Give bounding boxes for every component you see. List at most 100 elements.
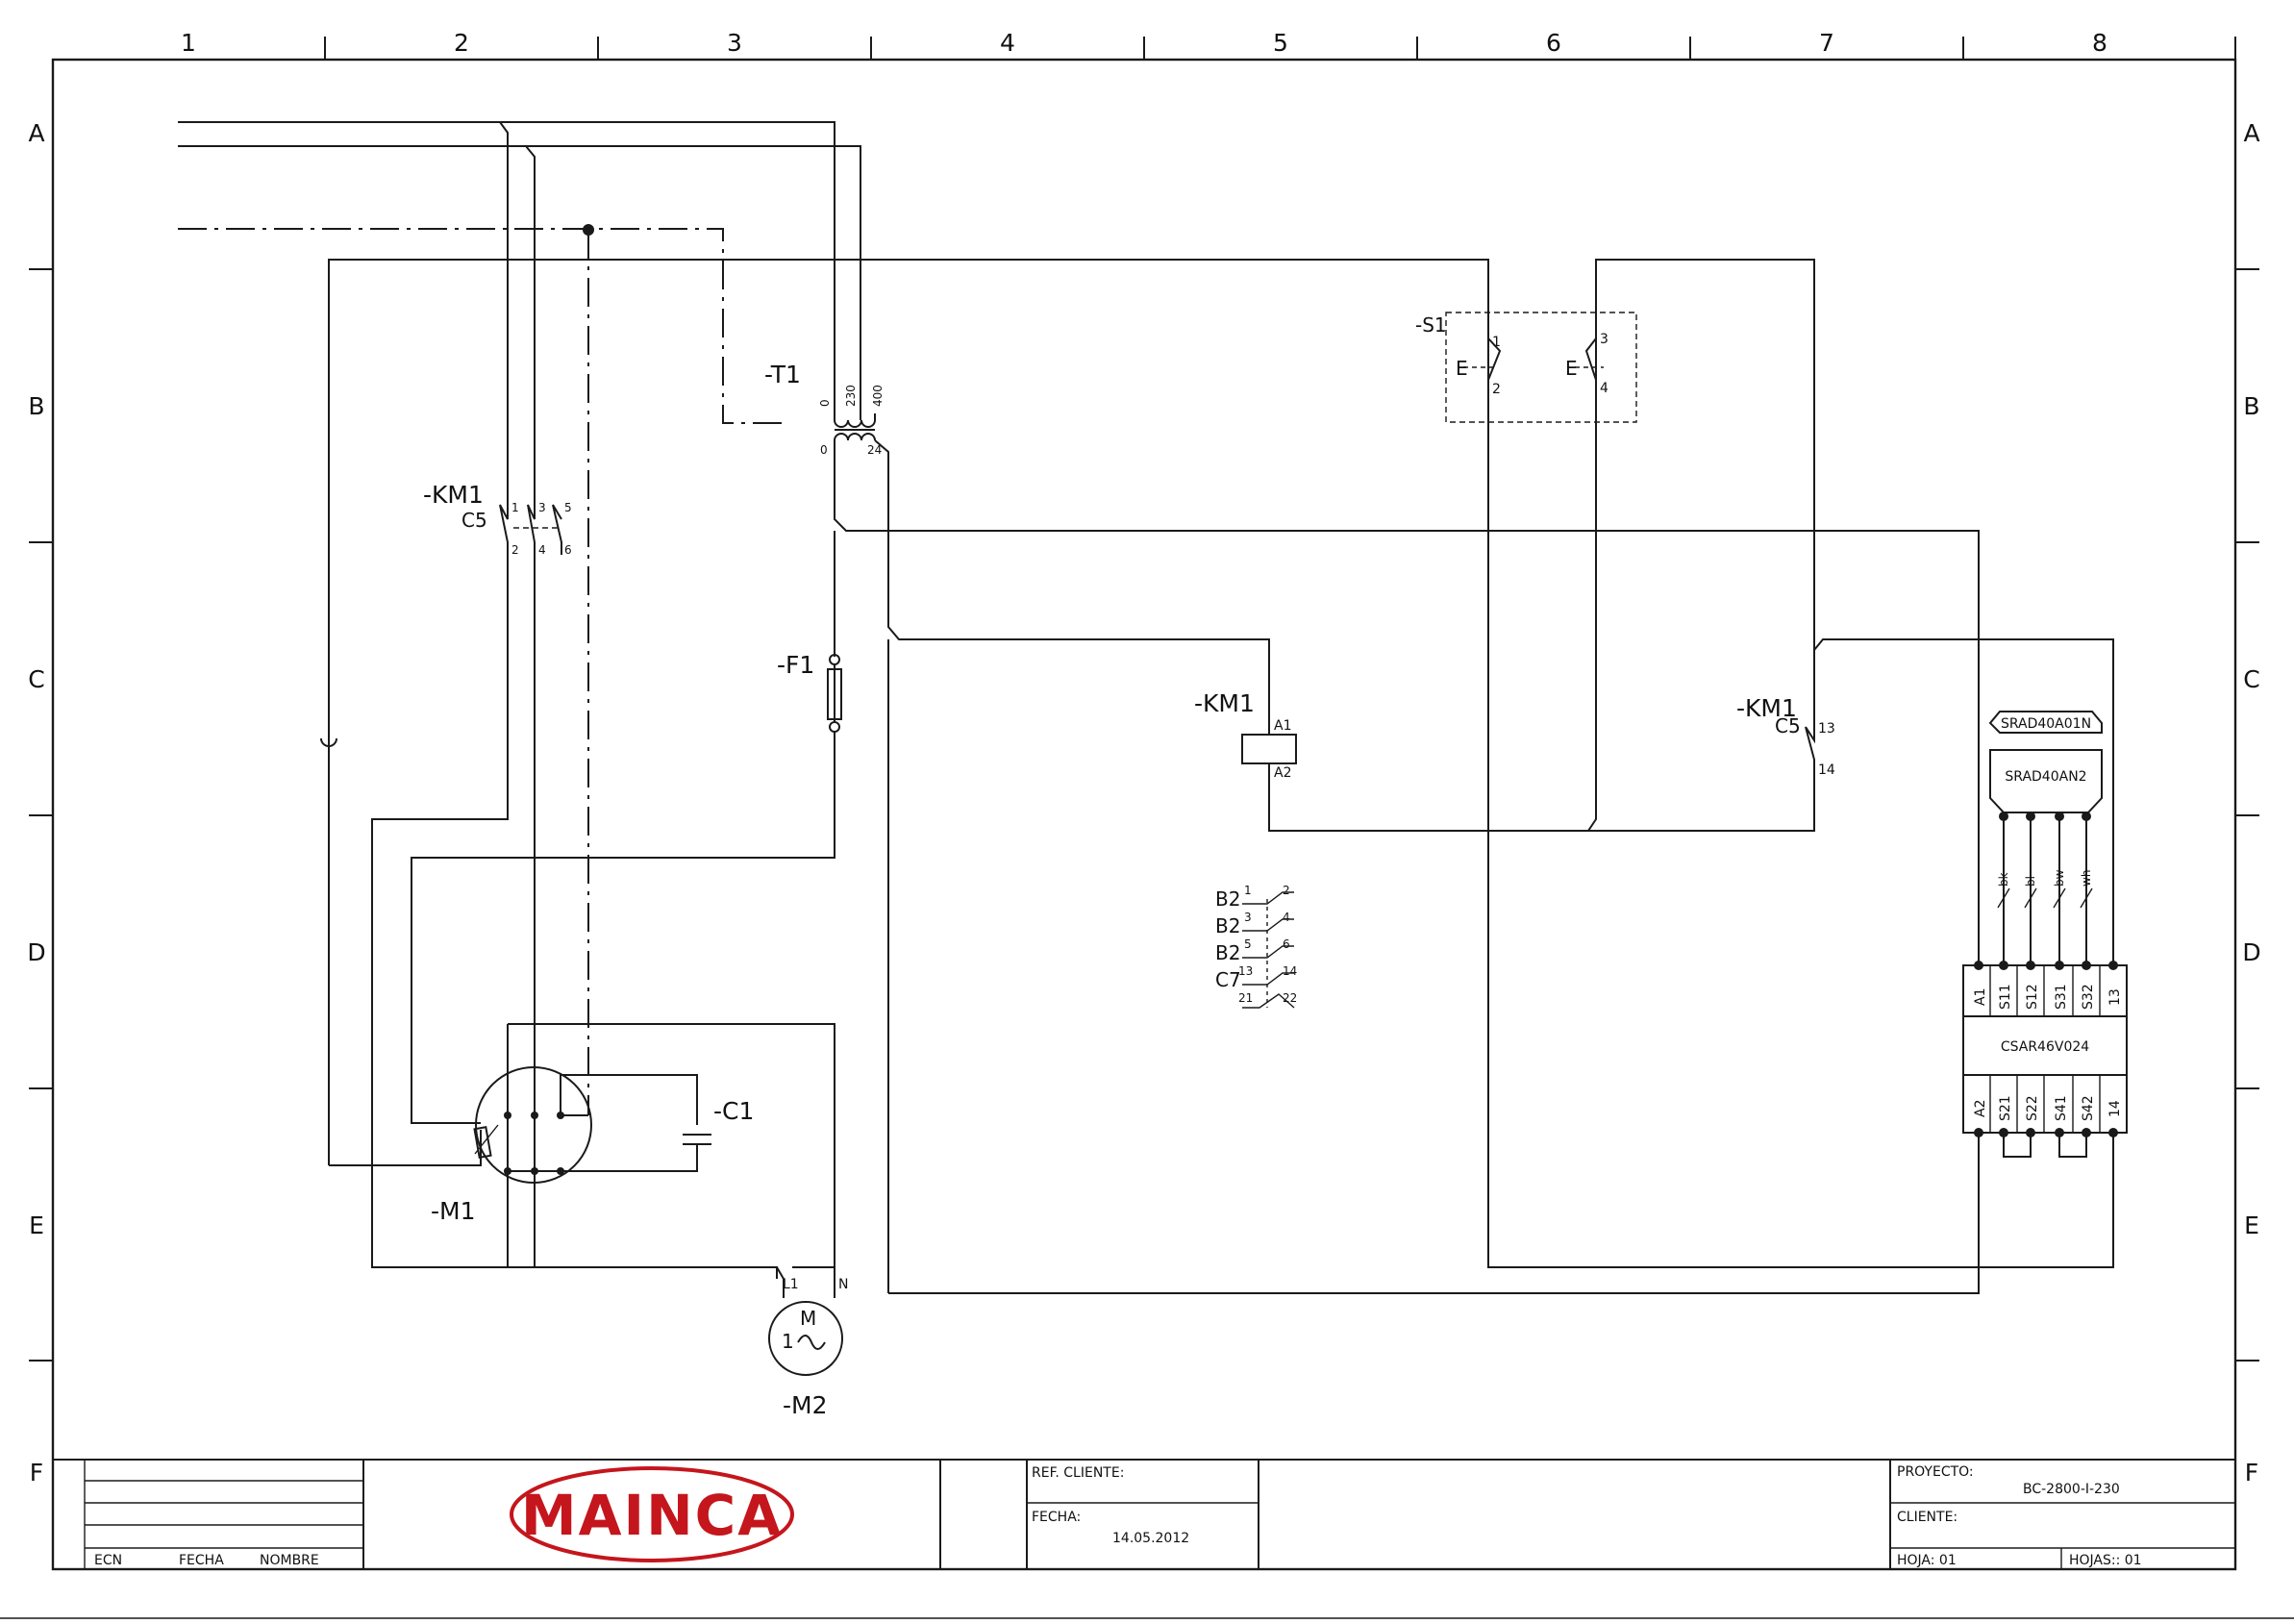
row-label: D xyxy=(27,938,45,966)
term: 5 xyxy=(564,501,572,514)
column-ticks xyxy=(324,37,2236,60)
row-label: E xyxy=(29,1212,44,1239)
tb-ecn: ECN xyxy=(94,1553,122,1568)
relay-pin xyxy=(2026,961,2035,970)
contact-1-2 xyxy=(499,504,509,555)
xref-term: 13 xyxy=(1238,964,1253,978)
m2-l1-wire xyxy=(508,1266,785,1298)
wire-tick xyxy=(2024,887,2037,909)
relay-term: S41 xyxy=(2054,1095,2069,1121)
term: 4 xyxy=(538,543,546,557)
supply-l1 xyxy=(178,121,835,413)
relay-term: S31 xyxy=(2054,984,2069,1010)
wire-color: wh xyxy=(2080,870,2093,887)
return-wire xyxy=(888,1133,1980,1294)
km1-coil-symbol xyxy=(1241,734,1297,764)
km1-phase2-wire xyxy=(525,145,536,510)
m1-earth-wire xyxy=(329,1130,482,1166)
m1-to-m2-wire xyxy=(534,1115,778,1279)
m1-terminal xyxy=(531,1112,538,1119)
earth-marker xyxy=(320,737,337,747)
t1-label: -T1 xyxy=(764,361,801,388)
control-circuit: -F1 xyxy=(411,439,1980,1294)
term: 4 xyxy=(1600,381,1608,396)
relay-jumper xyxy=(2058,1133,2087,1158)
f1-label: -F1 xyxy=(777,651,814,679)
xref-term: 5 xyxy=(1244,937,1252,951)
s1-contact-1-2 xyxy=(1487,260,1502,1267)
m2-body xyxy=(768,1301,843,1376)
relay-term: S21 xyxy=(1998,1095,2013,1121)
c1-bottom-wire xyxy=(561,1144,698,1172)
term: A1 xyxy=(1274,718,1291,734)
col-label: 3 xyxy=(727,29,742,57)
t1-tap: 400 xyxy=(871,385,885,407)
xref-ref: B2 xyxy=(1215,914,1240,937)
drawing-frame xyxy=(51,58,2237,1571)
m1-phase1-wire xyxy=(371,555,509,1268)
xref-term: 2 xyxy=(1283,884,1290,897)
wire-tick xyxy=(2080,887,2093,909)
wire-color: bk xyxy=(1997,872,2010,887)
relay-term: S22 xyxy=(2025,1095,2040,1121)
t1-primary-winding xyxy=(834,413,876,428)
term: 2 xyxy=(511,543,519,557)
secondary-0-wire xyxy=(834,440,1980,965)
relay-term: A1 xyxy=(1973,988,1988,1006)
wire-color: bw xyxy=(2053,869,2066,887)
s1-actuator-glyph: E xyxy=(1456,357,1468,380)
term: 13 xyxy=(1818,721,1835,737)
row-label: B xyxy=(28,392,44,420)
s1-enclosure xyxy=(1445,312,1637,423)
km1-coil: -KM1 A1 A2 xyxy=(1194,259,1815,832)
aux-contact-13-14 xyxy=(1269,726,1815,832)
xref-term: 4 xyxy=(1283,911,1290,924)
m1-l-wire xyxy=(508,1023,835,1268)
t1-secondary-winding xyxy=(834,433,876,441)
supply-lines xyxy=(178,121,2114,1268)
km1-aux-label: -KM1 xyxy=(1736,694,1797,722)
transformer-t1: -T1 0 230 400 0 24 xyxy=(764,361,885,457)
term: 6 xyxy=(564,543,572,557)
xref-term: 22 xyxy=(1283,991,1297,1005)
relay-term: 14 xyxy=(2107,1100,2123,1117)
relay-term: A2 xyxy=(1973,1100,1988,1117)
col-label: 2 xyxy=(454,29,469,57)
xref-term: 6 xyxy=(1283,937,1290,951)
wire-color: bl xyxy=(2024,876,2037,887)
xref-contact xyxy=(1242,918,1294,932)
row-label: D xyxy=(2242,938,2260,966)
tb-proyecto-value: BC-2800-I-230 xyxy=(2023,1482,2120,1497)
t1-tap: 24 xyxy=(867,443,882,457)
relay-model: CSAR46V024 xyxy=(2001,1039,2089,1055)
control-loop-left xyxy=(328,259,2114,1268)
company-logo: MAINCA xyxy=(521,1483,783,1548)
xref-contact xyxy=(1242,945,1294,959)
relay-pin xyxy=(1999,961,2008,970)
tb-fecha-label: FECHA: xyxy=(1032,1510,1081,1525)
column-labels: 1 2 3 4 5 6 7 8 xyxy=(181,29,2107,57)
coil-return-wire xyxy=(1268,259,1815,832)
term: N xyxy=(838,1277,848,1292)
row-label: E xyxy=(2244,1212,2259,1239)
col-label: 6 xyxy=(1546,29,1561,57)
m1-label: -M1 xyxy=(431,1197,476,1225)
m2-symbol-bottom: 1 xyxy=(782,1330,794,1353)
row-label: F xyxy=(30,1459,43,1487)
title-block: ECN FECHA NOMBRE MAINCA REF. CLIENTE: FE… xyxy=(53,1459,2235,1569)
wire-tick xyxy=(2053,887,2066,909)
aux-supply-wire xyxy=(1813,638,2114,965)
km1-aux-contact: -KM1 C5 13 14 xyxy=(1269,638,2114,965)
col-label: 4 xyxy=(1000,29,1015,57)
motor-m1: -M1 xyxy=(329,1023,835,1279)
sensor-body-label: SRAD40AN2 xyxy=(2005,769,2086,785)
col-label: 5 xyxy=(1273,29,1288,57)
m1-terminal xyxy=(504,1112,511,1119)
m1-thermistor xyxy=(473,1126,492,1159)
relay-body xyxy=(1962,964,2128,1134)
tb-nombre: NOMBRE xyxy=(260,1553,319,1568)
km1-aux-ref: C5 xyxy=(1775,714,1801,737)
term: 3 xyxy=(538,501,546,514)
col-label: 8 xyxy=(2092,29,2107,57)
